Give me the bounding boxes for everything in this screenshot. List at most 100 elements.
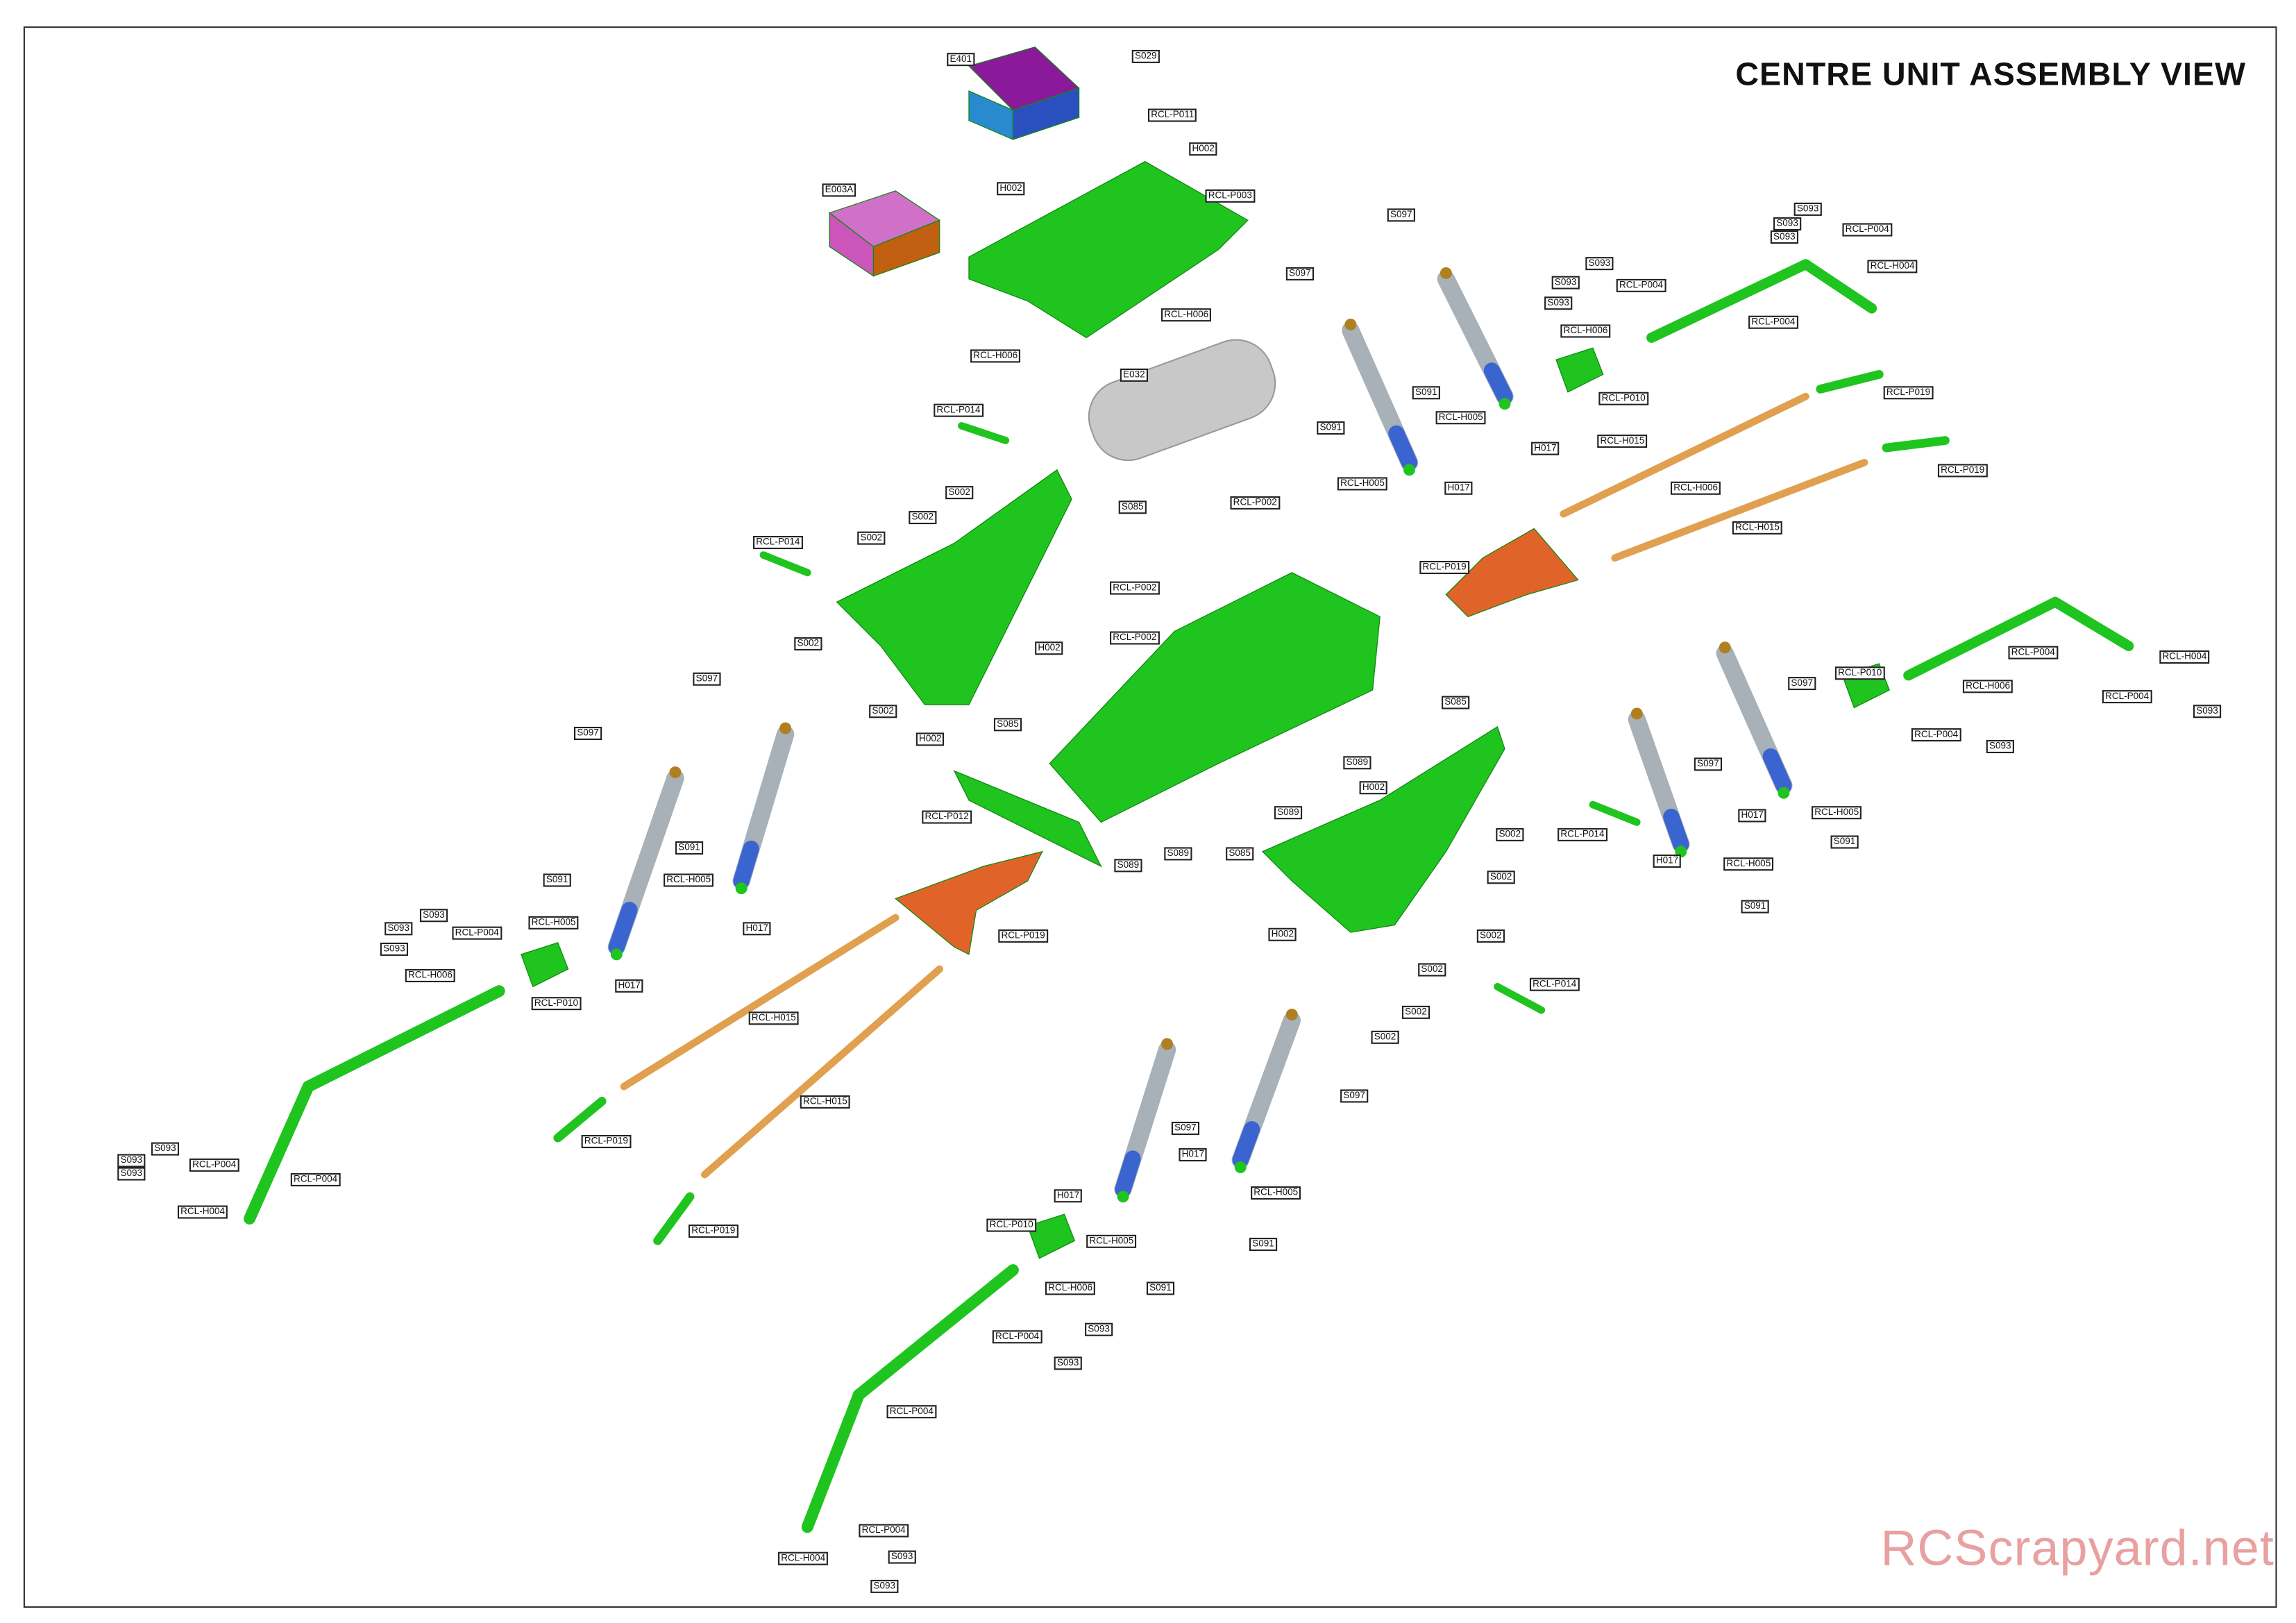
part-label-h017: H017 (1054, 1189, 1083, 1203)
part-label-rcl-p014: RCL-P014 (1558, 827, 1607, 841)
part-label-h017: H017 (1179, 1148, 1208, 1162)
part-label-s097: S097 (1788, 677, 1816, 691)
part-label-rcl-h005: RCL-H005 (1086, 1234, 1137, 1248)
part-label-rcl-h005: RCL-H005 (664, 873, 714, 887)
part-label-h017: H017 (615, 979, 644, 993)
part-label-s085: S085 (993, 718, 1022, 732)
part-label-rcl-h006: RCL-H006 (1560, 324, 1611, 338)
part-label-s093: S093 (380, 942, 408, 956)
part-label-s093: S093 (888, 1550, 916, 1564)
part-label-rcl-h004: RCL-H004 (2159, 650, 2210, 664)
receiver-base (872, 219, 940, 277)
part-label-rcl-h006: RCL-H006 (1161, 308, 1212, 322)
rod-end-rcl-p019 (653, 1192, 695, 1245)
watermark: RCScrapyard.net (1880, 1521, 2274, 1577)
part-label-h017: H017 (1444, 481, 1474, 495)
part-label-rcl-p014: RCL-P014 (753, 536, 803, 550)
part-label-e401: E401 (947, 53, 975, 67)
link-rcl-p004 (302, 985, 505, 1093)
part-label-rcl-p019: RCL-P019 (1883, 386, 1934, 400)
shock-absorber-top-mount (1440, 267, 1452, 279)
part-label-rcl-p014: RCL-P014 (934, 403, 984, 417)
centre-chassis (1049, 572, 1381, 823)
shock-absorber-collar (1762, 748, 1792, 794)
rcl-p014 (1589, 800, 1641, 826)
part-label-s091: S091 (1741, 900, 1769, 914)
part-label-rcl-p004: RCL-P004 (1842, 223, 1893, 237)
link-rcl-p004 (801, 1388, 865, 1533)
esc-side (1012, 87, 1080, 140)
part-label-rcl-p002: RCL-P002 (1230, 496, 1281, 510)
part-label-s093: S093 (1551, 276, 1580, 289)
link-rod-rcl-h015 (1611, 458, 1868, 562)
part-label-s002: S002 (1496, 827, 1524, 841)
part-label-rcl-p019: RCL-P019 (581, 1134, 632, 1149)
part-label-s097: S097 (1694, 757, 1722, 771)
part-label-s002: S002 (1371, 1030, 1399, 1044)
shock-absorber-bottom-mount (1778, 787, 1790, 799)
part-label-s093: S093 (870, 1579, 899, 1593)
link-rcl-p004 (2050, 596, 2134, 652)
part-label-s091: S091 (543, 873, 571, 887)
link-rcl-p004 (1903, 596, 2061, 681)
rcl-p014 (759, 551, 811, 577)
shock-absorber-bottom-mount (1117, 1191, 1129, 1203)
part-label-s002: S002 (794, 637, 822, 650)
part-label-s089: S089 (1274, 806, 1302, 820)
part-label-s097: S097 (574, 726, 602, 741)
part-label-h017: H017 (1738, 809, 1767, 823)
link-rod-rcl-h015 (700, 965, 943, 1179)
shock-absorber-bottom-mount (1403, 464, 1415, 476)
part-label-s097: S097 (1387, 208, 1415, 222)
part-label-s097: S097 (693, 672, 721, 686)
part-label-rcl-h006: RCL-H006 (970, 349, 1021, 363)
part-label-s093: S093 (1770, 230, 1798, 244)
part-label-rcl-h004: RCL-H004 (778, 1551, 829, 1565)
part-label-s093: S093 (151, 1142, 179, 1156)
mount-rcl-p010 (1027, 1213, 1076, 1259)
shock-absorber-top-mount (1285, 1009, 1298, 1020)
part-label-rcl-p003: RCL-P003 (1205, 189, 1256, 203)
shock-absorber-collar (733, 840, 759, 889)
part-label-s093: S093 (1085, 1322, 1113, 1336)
part-label-e032: E032 (1120, 368, 1148, 382)
part-label-rcl-p019: RCL-P019 (1419, 560, 1469, 575)
shock-absorber-top-mount (1344, 318, 1357, 330)
part-label-rcl-h015: RCL-H015 (748, 1011, 800, 1025)
part-label-s093: S093 (2193, 705, 2222, 718)
lower-arm-rcl-p019-rear (1445, 528, 1579, 618)
shock-absorber-bottom-mount (1234, 1161, 1247, 1173)
part-label-e003a: E003A (822, 183, 856, 197)
part-label-rcl-h015: RCL-H015 (1732, 521, 1783, 535)
part-label-rcl-h004: RCL-H004 (1867, 260, 1918, 274)
part-label-s091: S091 (1830, 835, 1859, 849)
rcl-p014 (958, 422, 1010, 444)
link-rcl-p004 (1646, 259, 1811, 343)
part-label-rcl-p002: RCL-P002 (1110, 631, 1160, 645)
part-label-s085: S085 (1442, 696, 1470, 709)
shock-absorber-top-mount (1630, 707, 1643, 720)
lower-arm-rcl-p019-front (894, 850, 1043, 955)
part-label-s091: S091 (1412, 386, 1440, 400)
shock-absorber-collar (1388, 425, 1418, 471)
shock-absorber-bottom-mount (735, 882, 748, 895)
part-label-h002: H002 (1359, 781, 1388, 795)
part-label-s002: S002 (1476, 929, 1505, 943)
part-label-s093: S093 (1986, 740, 2014, 754)
part-label-h002: H002 (915, 732, 945, 746)
part-label-rcl-p019: RCL-P019 (998, 929, 1048, 943)
part-label-s091: S091 (1249, 1238, 1278, 1252)
shock-absorber-collar (608, 902, 638, 955)
part-label-h002: H002 (997, 182, 1025, 196)
part-label-s097: S097 (1340, 1089, 1369, 1103)
part-label-rcl-p004: RCL-P004 (1911, 728, 1961, 742)
part-label-s002: S002 (909, 511, 937, 525)
part-label-rcl-h005: RCL-H005 (528, 916, 579, 930)
part-label-s002: S002 (869, 705, 897, 718)
part-label-rcl-p004: RCL-P004 (992, 1330, 1043, 1344)
part-label-rcl-p011: RCL-P011 (1148, 108, 1197, 122)
shock-absorber-top-mount (1161, 1038, 1173, 1050)
part-label-rcl-p004: RCL-P004 (189, 1158, 239, 1172)
rod-end-rcl-p019 (1816, 370, 1884, 394)
left-side-plate (836, 469, 1072, 705)
